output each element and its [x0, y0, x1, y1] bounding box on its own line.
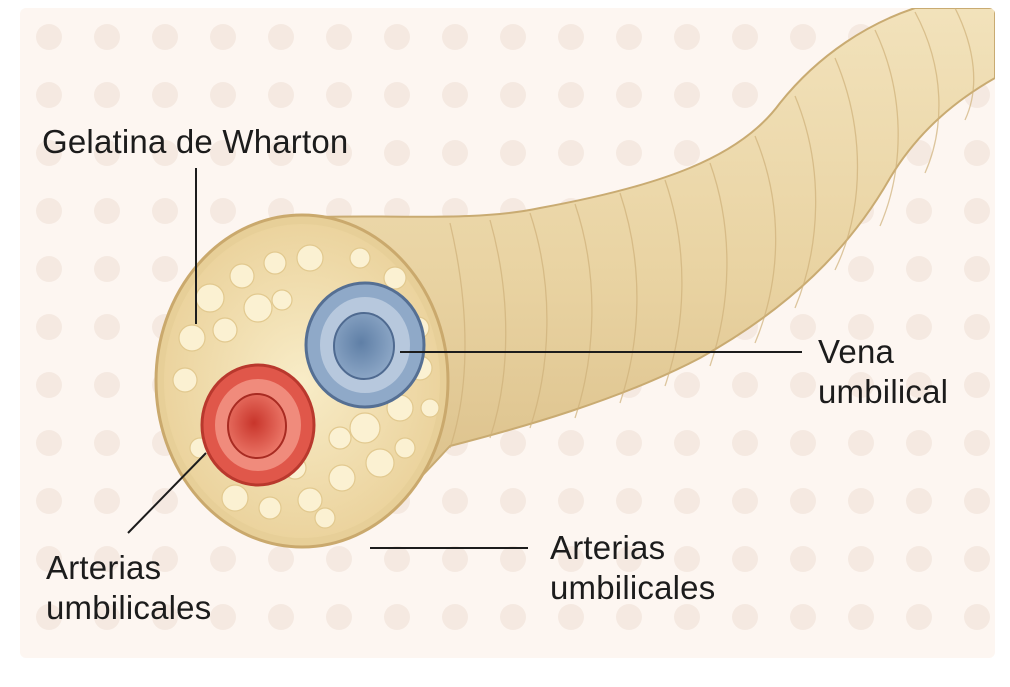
umbilical-vein: [306, 283, 424, 407]
label-arterias-umbilicales-right: Arterias umbilicales: [550, 528, 715, 608]
label-arterias-right-line1: Arterias: [550, 528, 715, 568]
umbilical-artery: [202, 365, 314, 485]
label-vena-umbilical: Vena umbilical: [818, 332, 948, 412]
cord-cross-section: [156, 215, 448, 547]
label-arterias-umbilicales-left: Arterias umbilicales: [46, 548, 211, 628]
label-gelatina-de-wharton: Gelatina de Wharton: [42, 122, 348, 162]
label-wharton-text: Gelatina de Wharton: [42, 122, 348, 162]
label-arterias-right-line2: umbilicales: [550, 568, 715, 608]
label-vena-line2: umbilical: [818, 372, 948, 412]
label-vena-line1: Vena: [818, 332, 948, 372]
label-arterias-left-line2: umbilicales: [46, 588, 211, 628]
label-arterias-left-line1: Arterias: [46, 548, 211, 588]
